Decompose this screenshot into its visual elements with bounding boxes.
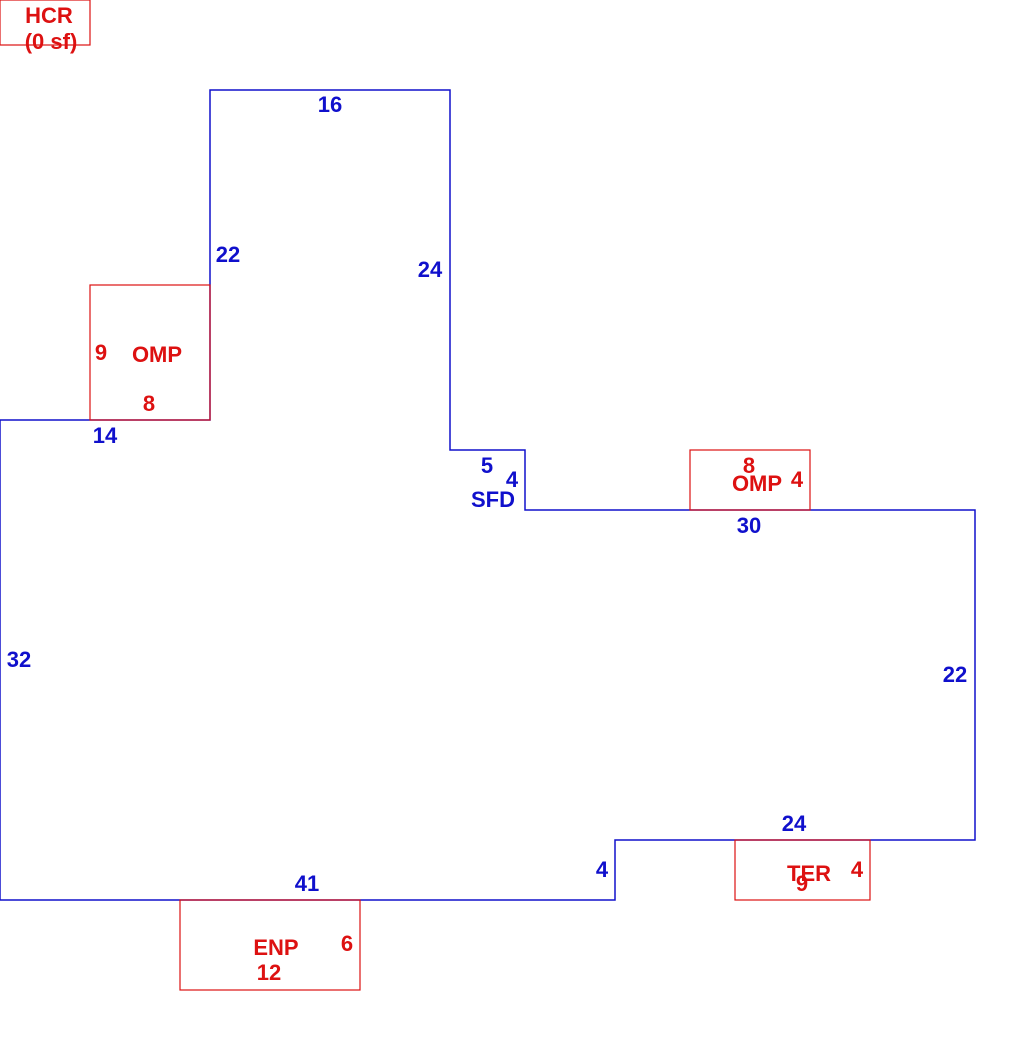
dim-tower-right: 24 (418, 257, 443, 282)
dim-left-top: 14 (93, 423, 118, 448)
omp-left-height: 9 (95, 340, 107, 365)
hcr-code: HCR (25, 3, 73, 28)
main-area-code: SFD (471, 487, 515, 512)
dim-left: 32 (7, 647, 31, 672)
omp-right-area-box (689, 449, 811, 511)
enp-area-box (179, 899, 361, 991)
enp-code: ENP (253, 935, 298, 960)
ter-height: 4 (851, 857, 864, 882)
omp-right-width: 8 (743, 453, 755, 478)
omp-left-area-box (89, 284, 211, 421)
enp-height: 6 (341, 931, 353, 956)
main-building-outline (0, 89, 976, 901)
ter-area-box (734, 839, 871, 901)
omp-left-code: OMP (132, 342, 182, 367)
dim-bottom-right: 24 (782, 811, 807, 836)
omp-right-code: OMP (732, 471, 782, 496)
enp-width: 12 (257, 960, 281, 985)
dim-right-side: 22 (943, 662, 967, 687)
dim-top: 16 (318, 92, 342, 117)
dim-tower-left: 22 (216, 242, 240, 267)
dim-ledge-side: 4 (506, 467, 519, 492)
dim-right-top: 30 (737, 513, 761, 538)
hcr-area: (0 sf) (25, 29, 78, 54)
hcr-area-box (0, 0, 91, 46)
omp-left-width: 8 (143, 391, 155, 416)
ter-code: TER (787, 861, 831, 886)
omp-right-height: 4 (791, 467, 804, 492)
ter-width: 9 (796, 871, 808, 896)
dim-ledge-top: 5 (481, 453, 493, 478)
dim-step: 4 (596, 857, 609, 882)
dim-bottom: 41 (295, 871, 319, 896)
